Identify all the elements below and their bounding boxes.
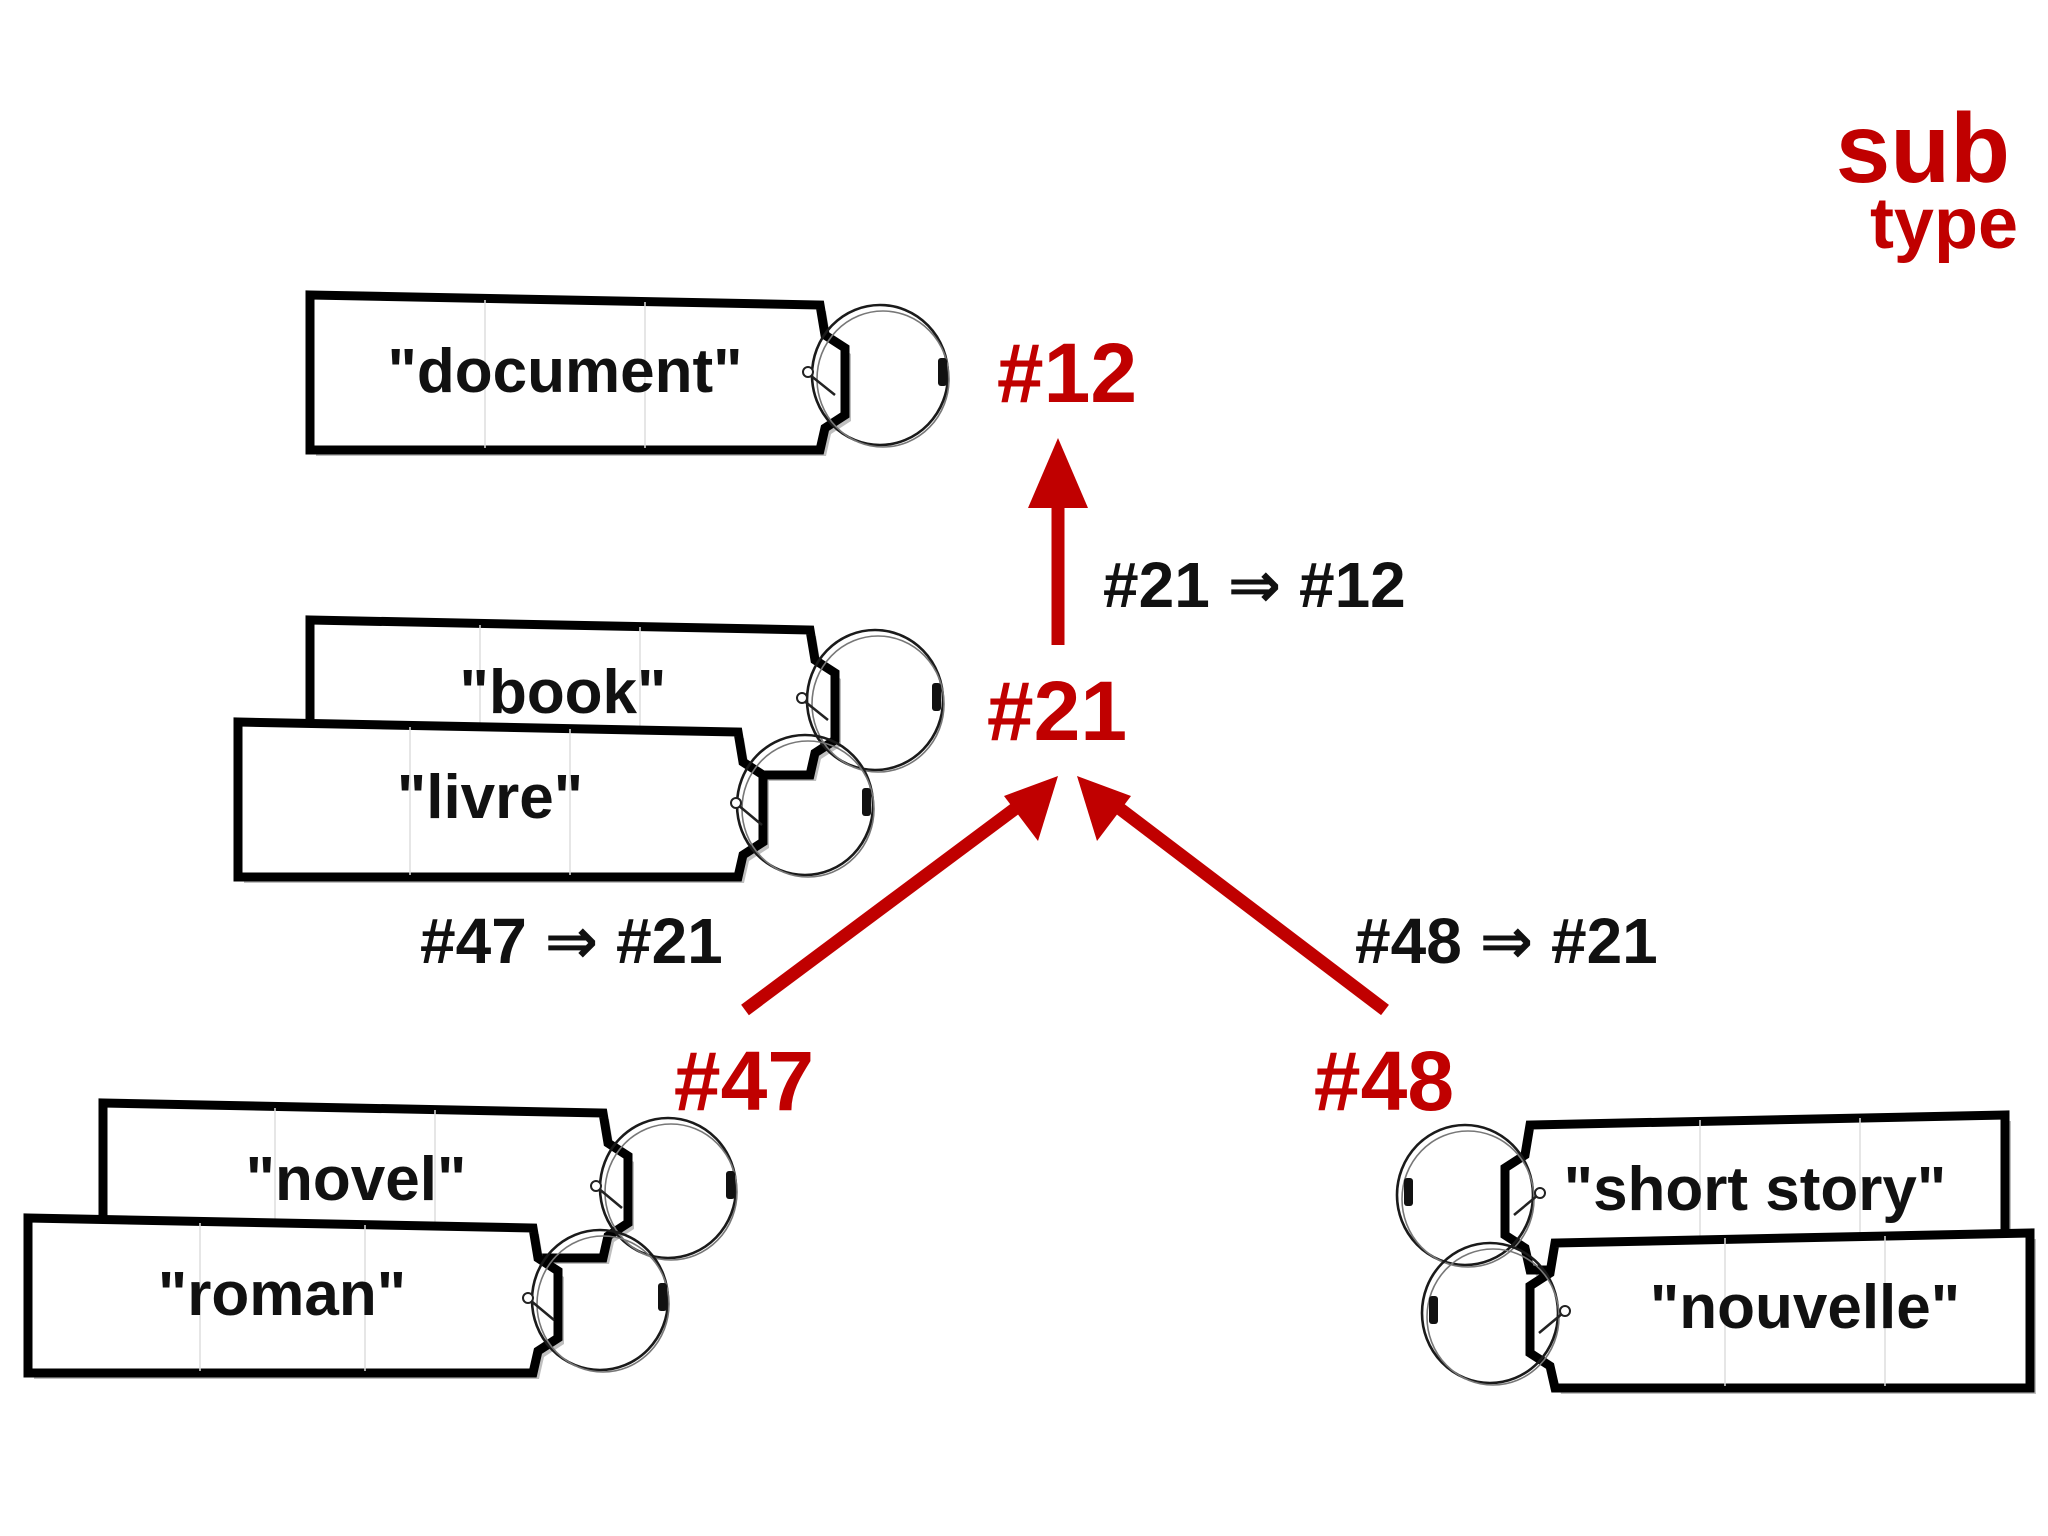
node-12-label: #12 xyxy=(997,326,1137,420)
tag-novel-label: "novel" xyxy=(246,1145,467,1214)
tag-nouvelle-label: "nouvelle" xyxy=(1650,1273,1960,1342)
tag-livre: "livre" xyxy=(233,717,876,883)
edge-47-to-21 xyxy=(741,776,1058,1016)
tag-book-label: "book" xyxy=(460,658,667,727)
tag-livre-label: "livre" xyxy=(397,763,583,832)
node-47-label: #47 xyxy=(674,1034,814,1128)
corner-label-sub: sub xyxy=(1836,93,2010,203)
tag-roman: "roman" xyxy=(23,1213,671,1379)
edge-21-to-12-label: #21 ⇒ #12 xyxy=(1103,549,1406,621)
edge-48-to-21 xyxy=(1077,776,1389,1016)
node-21-label: #21 xyxy=(987,664,1127,758)
tag-document-label: "document" xyxy=(387,337,742,406)
tag-document: "document" xyxy=(305,290,951,456)
tag-short-story-label: "short story" xyxy=(1564,1155,1947,1224)
corner-label-type: type xyxy=(1870,184,2018,264)
tag-nouvelle: "nouvelle" xyxy=(1420,1228,2036,1394)
tag-roman-label: "roman" xyxy=(158,1260,406,1329)
edge-48-to-21-label: #48 ⇒ #21 xyxy=(1355,905,1658,977)
edge-21-to-12 xyxy=(1028,438,1088,645)
node-48-label: #48 xyxy=(1314,1034,1454,1128)
edge-47-to-21-label: #47 ⇒ #21 xyxy=(420,905,723,977)
